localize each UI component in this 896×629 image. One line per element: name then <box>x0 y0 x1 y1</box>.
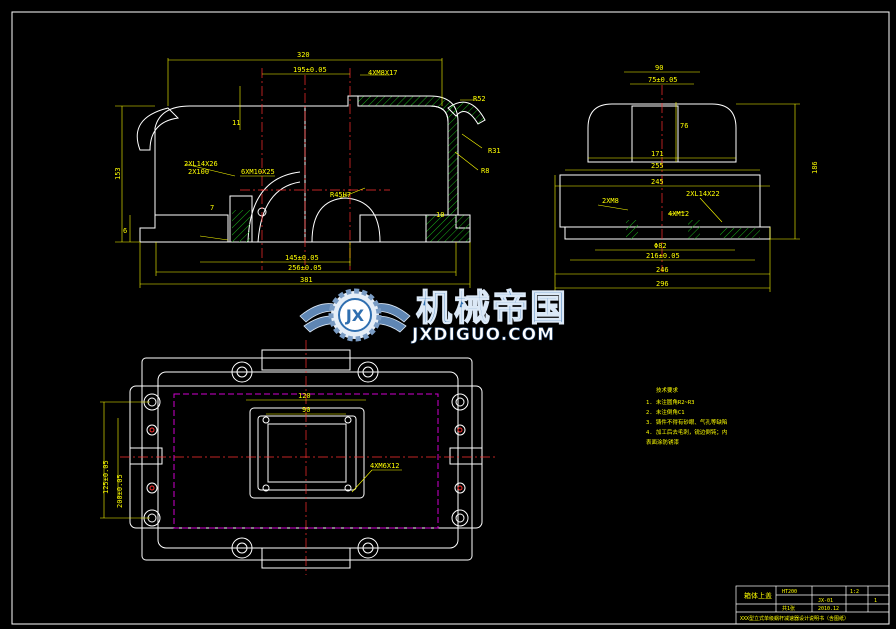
side-view-dimension-text: 90 75±0.05 76 171 255 245 186 2XM8 2XL14… <box>602 64 819 288</box>
notes-title: 技术要求 <box>656 386 679 394</box>
notes-item-5: 表面涂防锈漆 <box>646 438 680 446</box>
side-view-hatch <box>626 220 760 239</box>
dim-base-thk: 6 <box>123 227 127 235</box>
front-view-hook <box>136 107 180 151</box>
bolt-hole-1 <box>231 361 253 383</box>
top-view-dimension-lines <box>100 399 402 519</box>
bolt-hole-8 <box>451 509 469 527</box>
top-view-window-outer <box>249 407 365 499</box>
bolt-hole-6 <box>451 393 469 411</box>
logo-letters: JX <box>345 306 365 325</box>
side-dim-76: 76 <box>680 122 688 130</box>
top-view-dimension-text: 120 90 125±0.05 200±0.05 4XM6X12 <box>102 392 400 508</box>
front-view-base <box>139 214 229 242</box>
front-view-centerlines <box>240 68 390 270</box>
front-view-body-left <box>154 105 306 242</box>
top-dim-200: 200±0.05 <box>116 474 124 508</box>
top-view-right-ear <box>449 447 483 465</box>
side-view-dimension-lines <box>554 71 800 292</box>
dim-r31: R31 <box>488 147 501 155</box>
dim-r52: R52 <box>473 95 486 103</box>
top-view-left-ear <box>129 447 163 465</box>
bolt-hole-3 <box>231 537 253 559</box>
top-view-window-mid <box>257 415 357 491</box>
side-dim-75: 75±0.05 <box>648 76 678 84</box>
notes-item-2: 2. 未注倒角C1 <box>646 408 685 416</box>
side-dim-216: 216±0.05 <box>646 252 680 260</box>
tb-date: 2010.12 <box>818 606 839 612</box>
front-view-bore <box>311 197 381 243</box>
top-view-window-inner <box>267 423 347 483</box>
dim-hole-3: 6XM10X25 <box>241 168 275 176</box>
drawing-border-outer <box>11 11 890 625</box>
bolt-hole-2 <box>357 361 379 383</box>
top-dim-120: 120 <box>298 392 311 400</box>
dim-overall-bottom: 381 <box>300 276 313 284</box>
dim-bore-radius: R45H7 <box>330 191 351 199</box>
dim-hole-1: 2XL14X26 <box>184 160 218 168</box>
side-hole-note-1: 2XM8 <box>602 197 619 205</box>
notes-item-3: 3. 铸件不得有砂眼、气孔等缺陷 <box>646 418 727 426</box>
tb-material: HT200 <box>782 589 797 595</box>
dim-overall-top: 320 <box>297 51 310 59</box>
pin-hole-1 <box>146 424 158 436</box>
pin-hole-2 <box>454 424 466 436</box>
side-hole-note-2: 2XL14X22 <box>686 190 720 198</box>
front-view-boss-arc <box>247 171 301 243</box>
tb-footer: XXX型立式单级蜗杆减速器设计说明书（含图纸） <box>740 615 849 622</box>
tb-sheet: 共1张 <box>782 605 795 612</box>
technical-requirements: 技术要求 1. 未注圆角R2~R3 2. 未注倒角C1 3. 铸件不得有砂眼、气… <box>646 386 727 446</box>
title-block <box>735 585 890 625</box>
side-dim-171: 171 <box>651 150 664 158</box>
dim-slot-depth: 11 <box>232 119 240 127</box>
front-view-dimension-lines <box>115 58 483 288</box>
dim-bottom-1: 145±0.05 <box>285 254 319 262</box>
dim-slot: 7 <box>210 204 214 212</box>
side-dim-82: Φ82 <box>654 242 667 250</box>
tb-qty: 1 <box>874 598 877 604</box>
pin-hole-4 <box>454 482 466 494</box>
side-dim-246: 246 <box>656 266 669 274</box>
pin-hole-3 <box>146 482 158 494</box>
top-view-centerlines <box>120 340 495 575</box>
tb-part-name: 箱体上盖 <box>744 591 772 600</box>
front-view-body-right <box>305 95 449 215</box>
dim-r8: R8 <box>481 167 489 175</box>
top-dim-125: 125±0.05 <box>102 460 110 494</box>
watermark-brand-cn: 机械帝国 <box>416 288 568 329</box>
side-view <box>559 103 771 240</box>
side-view-dome <box>587 103 737 163</box>
bolt-hole-4 <box>357 537 379 559</box>
dim-pin: 10 <box>436 211 444 219</box>
dim-bottom-2: 256±0.05 <box>288 264 322 272</box>
side-dim-186: 186 <box>811 161 819 174</box>
title-block-text: 箱体上盖 HT200 JX-01 1:2 1 共1张 2010.12 XXX型立… <box>740 589 877 622</box>
side-view-slot <box>631 105 679 163</box>
dim-center-top: 195±0.05 <box>293 66 327 74</box>
top-view-outline <box>141 357 473 561</box>
gear-wings-logo-icon: JX <box>299 288 411 342</box>
front-view-section-hatch <box>232 95 486 243</box>
side-hole-note-3: 4XM12 <box>668 210 689 218</box>
watermark: JX 机械帝国 JXDIGUO.COM <box>299 287 568 345</box>
top-dim-thread: 4XM6X12 <box>370 462 400 470</box>
dim-height: 153 <box>114 167 122 180</box>
top-dim-90: 90 <box>302 406 310 414</box>
tb-scale: 1:2 <box>850 589 859 595</box>
watermark-brand-en: JXDIGUO.COM <box>411 325 555 345</box>
dim-hole-2: 2X100 <box>188 168 209 176</box>
notes-item-1: 1. 未注圆角R2~R3 <box>646 398 695 406</box>
side-dim-255: 255 <box>651 162 664 170</box>
tb-drawing-no: JX-01 <box>818 598 833 604</box>
front-view-dimension-text: 320 195±0.05 4XM8X17 R52 R31 R8 153 6 R4… <box>114 51 501 284</box>
side-dim-245: 245 <box>651 178 664 186</box>
side-dim-296: 296 <box>656 280 669 288</box>
side-dim-90: 90 <box>655 64 663 72</box>
notes-item-4: 4. 加工后去毛刺，锐边倒钝；内 <box>646 428 727 436</box>
dim-thread-callout: 4XM8X17 <box>368 69 398 77</box>
